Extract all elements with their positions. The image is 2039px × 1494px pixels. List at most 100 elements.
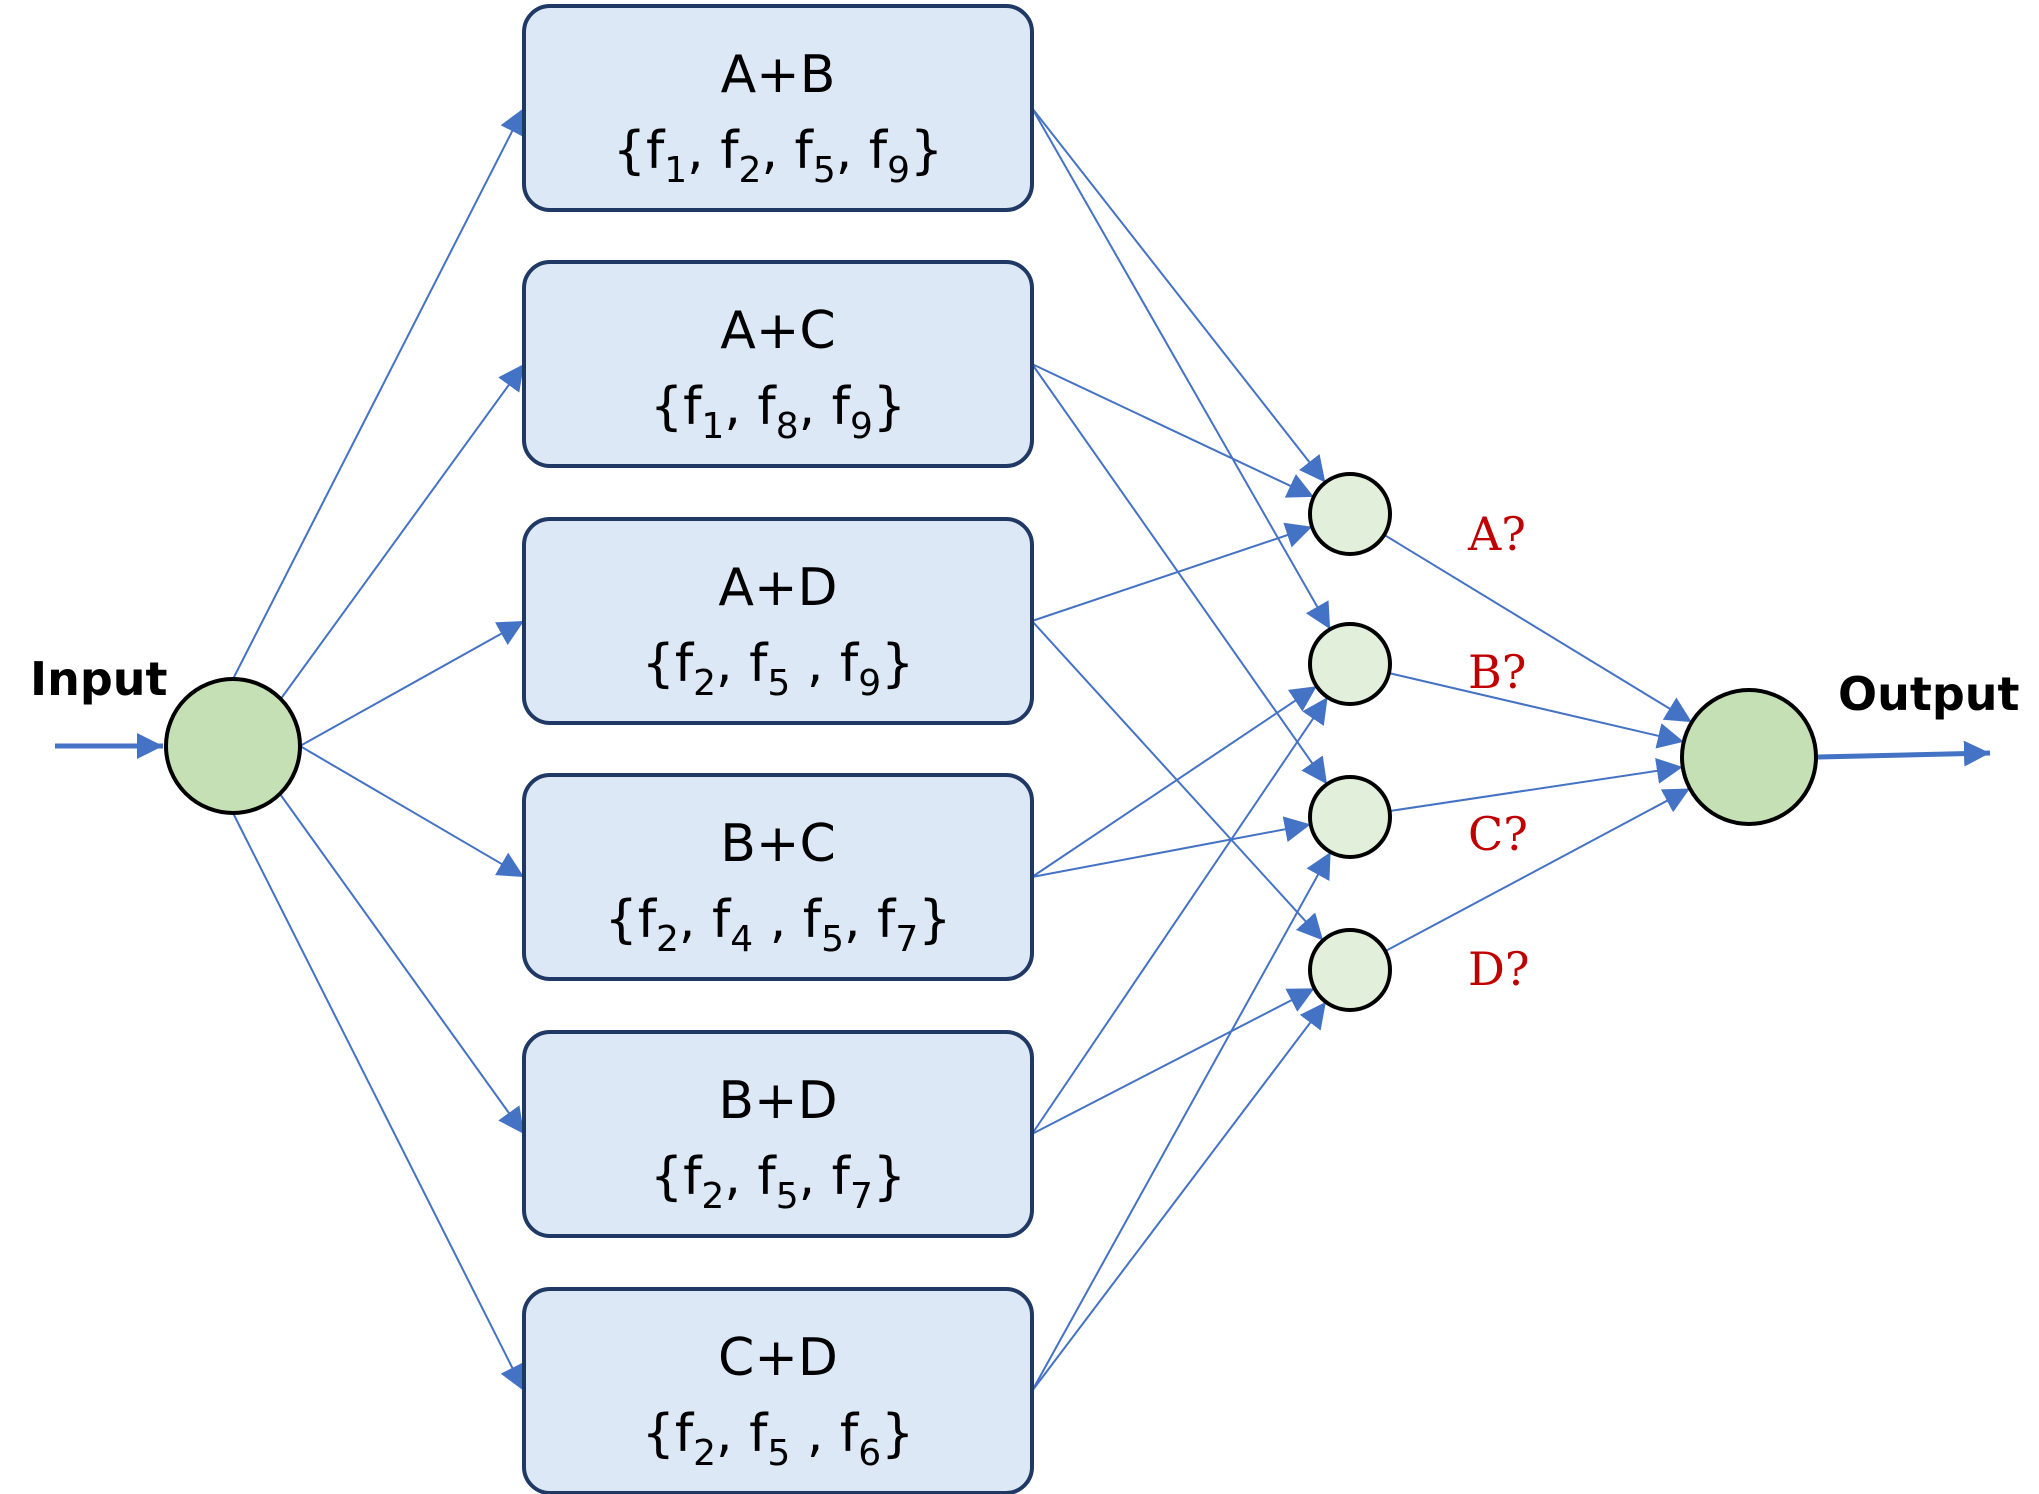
labels-layer: Input Output A? B? C? D? <box>30 507 2020 996</box>
output-label: Output <box>1838 667 2020 721</box>
feature-subscript: 7 <box>850 1176 873 1217</box>
feature-text: {f <box>613 121 666 181</box>
box-5-to-class-2-edge <box>1031 851 1332 1392</box>
model-box-title: A+B <box>721 45 836 105</box>
feature-text: {f <box>650 377 703 437</box>
model-box-features: {f2​, f4​ , f5​, f7​} <box>605 890 952 960</box>
feature-subscript: 5 <box>821 919 844 960</box>
feature-text: , f <box>724 377 777 437</box>
feature-text: , f <box>753 890 823 950</box>
feature-text: } <box>918 890 951 950</box>
feature-subscript: 5 <box>767 1433 790 1474</box>
model-box-title: A+D <box>718 558 837 618</box>
feature-subscript: 9 <box>850 406 873 447</box>
output-arrow <box>1817 740 1991 767</box>
class-node-1 <box>1308 622 1392 706</box>
feature-subscript: 8 <box>776 406 799 447</box>
feature-text: } <box>881 634 914 694</box>
box-3-to-class-1-edge <box>1031 685 1318 878</box>
feature-subscript: 6 <box>858 1433 881 1474</box>
box-1-to-class-2-edge <box>1031 363 1328 785</box>
feature-text: , f <box>799 1147 852 1207</box>
feature-text: , f <box>799 377 852 437</box>
feature-subscript: 4 <box>730 919 753 960</box>
box-5-to-class-3-edge <box>1031 1001 1327 1392</box>
class-label-0: A? <box>1467 507 1526 561</box>
class-label-3: D? <box>1468 942 1530 996</box>
class-1-to-output-edge <box>1388 672 1684 749</box>
feature-text: } <box>873 377 906 437</box>
feature-text: , f <box>790 1404 860 1464</box>
feature-text: , f <box>790 634 860 694</box>
model-box-rect <box>522 773 1034 981</box>
model-box-b-plus-c: B+C{f2​, f4​ , f5​, f7​} <box>522 773 1034 981</box>
feature-text: } <box>881 1404 914 1464</box>
model-box-title: C+D <box>718 1328 838 1388</box>
feature-text: , f <box>679 890 732 950</box>
box-1-to-class-0-edge <box>1031 363 1315 498</box>
edges-layer <box>55 107 1991 1392</box>
feature-text: , f <box>724 1147 777 1207</box>
model-box-title: A+C <box>720 301 835 361</box>
feature-subscript: 1 <box>664 150 687 191</box>
feature-subscript: 9 <box>858 663 881 704</box>
model-box-a-plus-d: A+D {f2​, f5​ , f9​} <box>522 517 1034 725</box>
feature-text: , f <box>687 121 740 181</box>
model-box-features: {f2​, f5​, f7​} <box>650 1147 906 1217</box>
feature-subscript: 5 <box>776 1176 799 1217</box>
model-box-a-plus-c: A+C {f1​, f8​, f9​} <box>522 260 1034 468</box>
model-box-features: {f2​, f5​ , f9​} <box>642 634 914 704</box>
class-node-2 <box>1308 775 1392 859</box>
feature-subscript: 7 <box>895 919 918 960</box>
output-node <box>1680 688 1818 826</box>
model-box-b-plus-d: B+D {f2​, f5​, f7​} <box>522 1030 1034 1238</box>
input-to-box-edge-0 <box>232 107 525 680</box>
feature-subscript: 2 <box>739 150 762 191</box>
model-box-title: B+D <box>718 1071 837 1131</box>
input-to-box-edge-2 <box>299 620 525 747</box>
feature-subscript: 5 <box>813 150 836 191</box>
input-to-box-edge-5 <box>232 812 525 1392</box>
feature-text: , f <box>844 890 897 950</box>
model-box-rect <box>522 1287 1034 1494</box>
box-0-to-class-1-edge <box>1031 107 1332 630</box>
boxes-layer: A+B {f1​, f2​, f5​, f9​} A+C {f1​, f8​, f9​… <box>522 4 1034 1494</box>
class-0-to-output-edge <box>1383 533 1693 724</box>
input-node <box>164 677 302 815</box>
feature-text: } <box>910 121 943 181</box>
box-0-to-class-0-edge <box>1031 107 1327 484</box>
feature-text: , f <box>716 1404 769 1464</box>
feature-text: {f <box>605 890 658 950</box>
box-4-to-class-1-edge <box>1031 696 1329 1135</box>
input-to-box-edge-4 <box>279 793 525 1135</box>
model-box-features: {f1​, f2​, f5​, f9​} <box>613 121 943 191</box>
feature-text: , f <box>761 121 814 181</box>
model-box-a-plus-b: A+B {f1​, f2​, f5​, f9​} <box>522 4 1034 212</box>
feature-text: {f <box>650 1147 703 1207</box>
input-to-box-edge-1 <box>279 363 525 701</box>
input-label: Input <box>30 652 168 706</box>
input-to-box-edge-3 <box>299 745 525 878</box>
feature-text: } <box>873 1147 906 1207</box>
box-4-to-class-3-edge <box>1031 987 1315 1135</box>
class-3-to-output-edge <box>1384 787 1691 953</box>
box-3-to-class-2-edge <box>1031 816 1311 878</box>
class-label-1: B? <box>1468 645 1526 699</box>
feature-subscript: 2 <box>693 663 716 704</box>
feature-text: {f <box>642 634 695 694</box>
model-box-features: {f2​, f5​ , f6​} <box>642 1404 914 1474</box>
class-label-2: C? <box>1468 807 1528 861</box>
nodes-layer <box>164 472 1818 1012</box>
class-node-3 <box>1308 928 1392 1012</box>
feature-subscript: 2 <box>701 1176 724 1217</box>
feature-text: , f <box>716 634 769 694</box>
feature-subscript: 9 <box>887 150 910 191</box>
feature-subscript: 2 <box>656 919 679 960</box>
feature-text: , f <box>836 121 889 181</box>
model-box-rect <box>522 517 1034 725</box>
model-box-features: {f1​, f8​, f9​} <box>650 377 906 447</box>
model-box-c-plus-d: C+D {f2​, f5​ , f6​} <box>522 1287 1034 1494</box>
model-box-rect <box>522 4 1034 212</box>
class-2-to-output-edge <box>1389 757 1683 813</box>
